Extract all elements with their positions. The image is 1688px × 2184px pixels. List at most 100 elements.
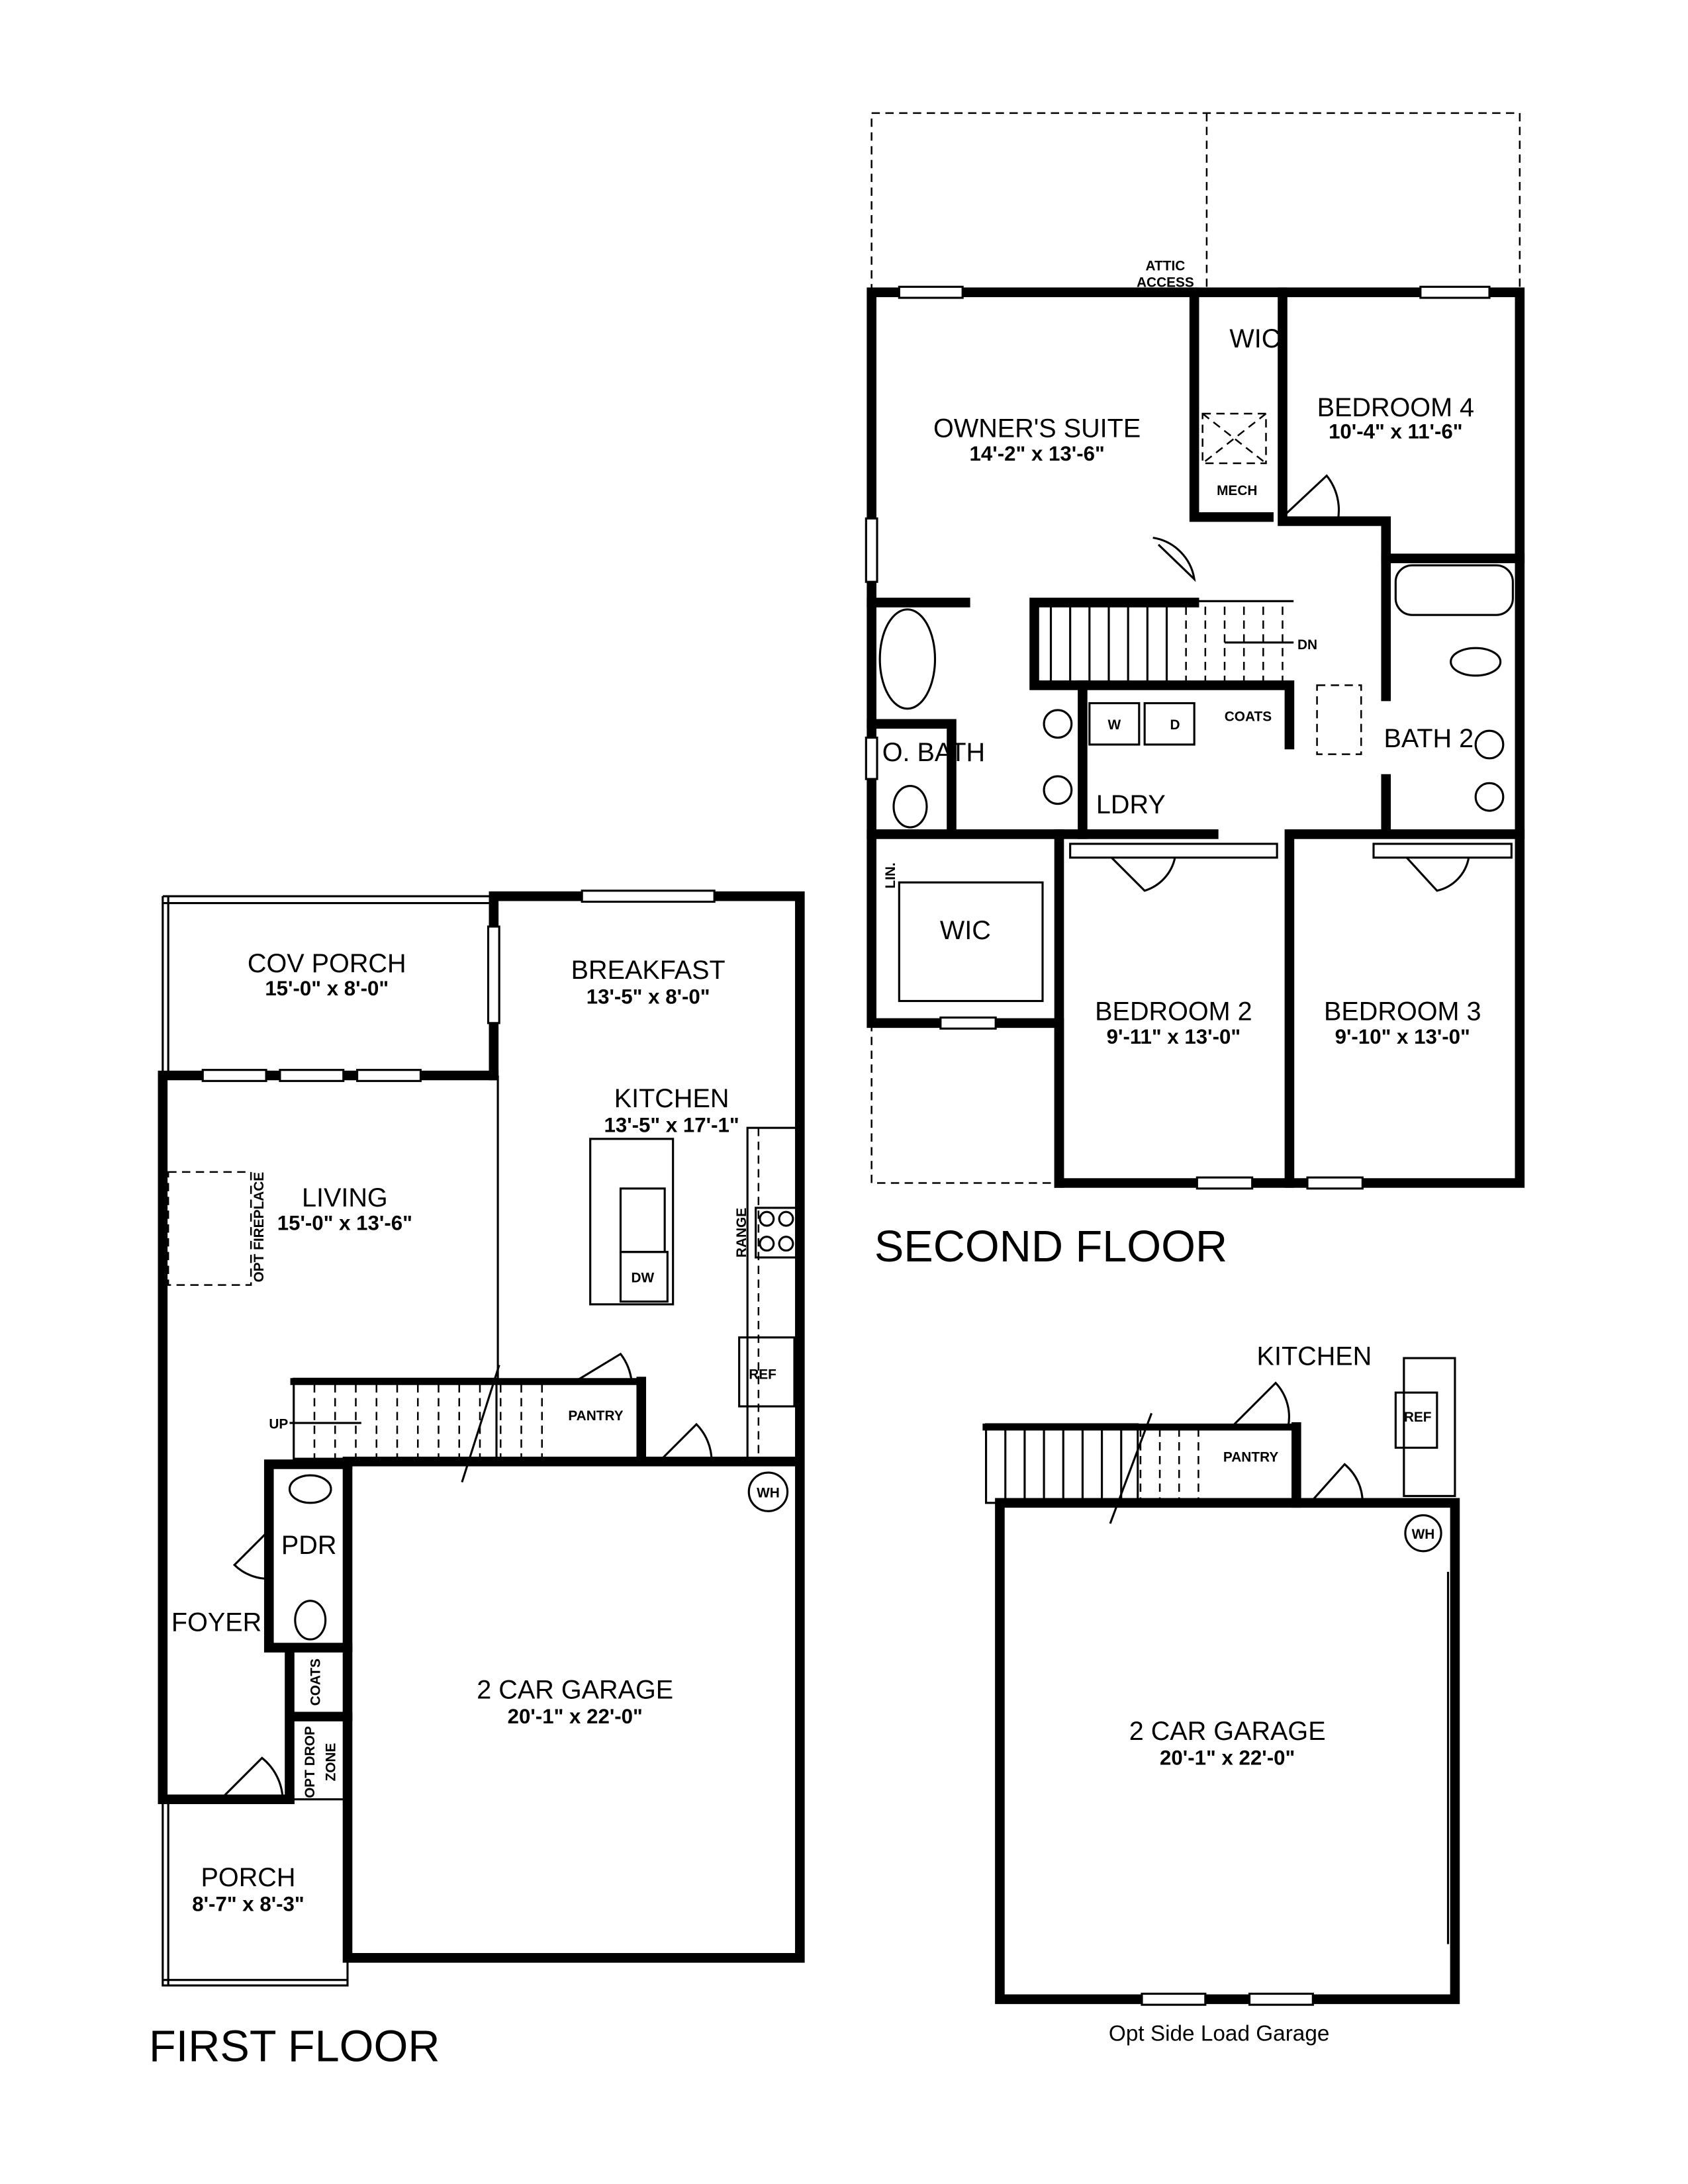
window [356, 1069, 422, 1082]
window [865, 737, 878, 780]
attic-hatch-icon [1316, 684, 1362, 755]
window [1248, 1992, 1314, 2006]
attic-outline [870, 112, 1521, 293]
sink-icon [1043, 775, 1073, 805]
room-dim-breakfast: 13'-5" x 8'-0" [586, 985, 710, 1009]
sink-icon [288, 1474, 332, 1504]
room-name-wic-top: WIC [1229, 324, 1280, 353]
window [898, 285, 964, 299]
wic-shelf [898, 881, 1044, 1003]
label-lin: LIN. [883, 862, 898, 888]
label-mech: MECH [1217, 483, 1257, 498]
room-dim-bedroom3: 9'-10" x 13'-0" [1335, 1025, 1470, 1048]
label-pantry: PANTRY [568, 1408, 623, 1424]
room-name-bedroom2: BEDROOM 2 [1095, 997, 1252, 1026]
room-name-owners-suite: OWNER'S SUITE [933, 414, 1141, 443]
water-heater-icon [747, 1471, 789, 1512]
window [939, 1016, 997, 1030]
opt-garage-name: 2 CAR GARAGE [1129, 1717, 1326, 1746]
label-dw: DW [631, 1271, 654, 1286]
window [1419, 285, 1491, 299]
room-name-foyer: FOYER [171, 1608, 261, 1637]
opt-side-load-garage-plan [982, 1357, 1460, 2006]
stair-walls [867, 598, 1295, 750]
mech-unit-icon [1201, 412, 1267, 465]
porch-outline [162, 1798, 349, 1987]
opt-wh-label: WH [1412, 1527, 1435, 1542]
second-floor-stairs [1049, 600, 1294, 683]
washer-icon [1088, 702, 1141, 746]
label-zone: ZONE [323, 1743, 338, 1781]
room-dim-porch: 8'-7" x 8'-3" [192, 1893, 305, 1916]
pdr-walls [263, 1459, 353, 1805]
window [865, 517, 878, 583]
dryer-icon [1143, 702, 1196, 746]
window [1196, 1176, 1254, 1190]
bath-walls [867, 680, 1088, 839]
kitchen-garage-walls [342, 891, 805, 1963]
room-dim-kitchen: 13'-5" x 17'-1" [604, 1113, 739, 1136]
label-attic: ATTIC [1146, 258, 1186, 273]
garage-below-outline [870, 1023, 1073, 1184]
room-name-ldry: LDRY [1096, 790, 1166, 819]
first-floor-plan [158, 889, 805, 1987]
label-d: D [1170, 717, 1180, 733]
first-floor-stairs [289, 1352, 647, 1483]
opt-pantry-label: PANTRY [1223, 1449, 1278, 1465]
opt-kitchen-label: KITCHEN [1257, 1342, 1372, 1371]
window [1306, 1176, 1364, 1190]
room-name-bath2: BATH 2 [1384, 724, 1474, 753]
water-heater-icon [1404, 1514, 1442, 1553]
window [1141, 1992, 1207, 2006]
dishwasher-icon [619, 1251, 669, 1303]
room-name-wic-owner: WIC [940, 916, 991, 945]
label-wh: WH [757, 1486, 780, 1501]
label-up: UP [269, 1416, 288, 1432]
room-name-cov-porch: COV PORCH [248, 949, 406, 978]
label-coats: COATS [1225, 709, 1272, 725]
sink-icon [1474, 782, 1505, 812]
range-icon [755, 1206, 798, 1259]
second-floor-plan [865, 112, 1525, 1190]
counter [746, 1126, 798, 1460]
label-opt-fireplace: OPT FIREPLACE [252, 1172, 267, 1283]
opt-garage-dim: 20'-1" x 22'-0" [1160, 1747, 1295, 1770]
toilet-icon [294, 1600, 327, 1641]
label-dn: DN [1297, 637, 1317, 653]
toilet-icon [1450, 647, 1502, 677]
sink-icon [1474, 729, 1505, 760]
fireplace-icon [167, 1171, 252, 1286]
room-name-living: LIVING [302, 1183, 388, 1212]
opt-ref-label: REF [1404, 1410, 1432, 1425]
label-coats: COATS [308, 1659, 323, 1706]
mech-wic-walls [1189, 287, 1525, 564]
sink-icon [619, 1187, 666, 1253]
label-range: RANGE [734, 1208, 749, 1257]
room-name-garage: 2 CAR GARAGE [477, 1676, 673, 1705]
door-swing [232, 1529, 270, 1580]
room-name-porch: PORCH [201, 1863, 296, 1892]
room-dim-living: 15'-0" x 13'-6" [277, 1211, 412, 1234]
room-name-bedroom3: BEDROOM 3 [1324, 997, 1481, 1026]
sliding-door [487, 925, 500, 1024]
room-dim-bedroom4: 10'-4" x 11'-6" [1329, 420, 1463, 443]
window [581, 889, 716, 903]
label-ref: REF [749, 1367, 776, 1382]
refrigerator-icon [1394, 1391, 1438, 1449]
room-dim-owners-suite: 14'-2" x 13'-6" [970, 442, 1105, 465]
label-opt-drop: OPT DROP [303, 1726, 318, 1798]
second-floor-title: SECOND FLOOR [874, 1222, 1227, 1271]
window [279, 1069, 345, 1082]
label-access: ACCESS [1137, 275, 1194, 290]
room-dim-garage: 20'-1" x 22'-0" [508, 1705, 643, 1728]
room-dim-cov-porch: 15'-0" x 8'-0" [265, 977, 389, 1000]
room-name-bedroom4: BEDROOM 4 [1317, 393, 1475, 422]
label-w: W [1107, 717, 1121, 733]
sink-icon [1043, 709, 1073, 739]
refrigerator-icon [738, 1336, 796, 1408]
garage-door-swing [658, 1422, 713, 1463]
window [201, 1069, 267, 1082]
front-door-swing [220, 1756, 284, 1800]
toilet-icon [892, 784, 928, 829]
